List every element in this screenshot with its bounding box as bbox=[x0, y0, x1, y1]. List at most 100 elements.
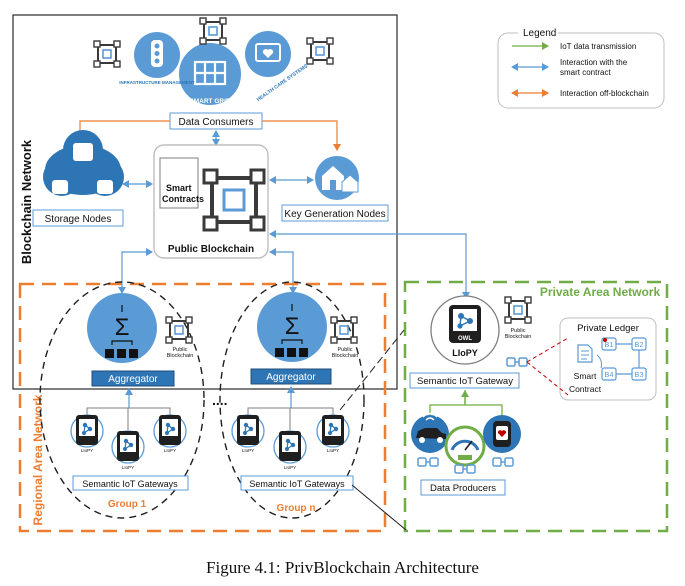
smart-grid-label: SMART GRID bbox=[189, 98, 230, 105]
regional-network-title: Regional Area Network bbox=[31, 394, 45, 525]
data-consumers-cluster: SMART GRID INFRASTRUCTURE MANAGEMENT HEA… bbox=[93, 17, 334, 107]
group-private-link bbox=[351, 484, 407, 531]
smartwatch-icon bbox=[483, 415, 521, 453]
group1-gateways-label: Semantic IoT Gateways bbox=[82, 479, 178, 489]
blockchain-private-gateway-link bbox=[269, 230, 470, 299]
svg-text:B3: B3 bbox=[634, 370, 643, 379]
private-gateway-owl: OWL bbox=[458, 336, 472, 342]
aggregatorn-label: Aggregator bbox=[266, 372, 316, 383]
legend-item-smart-contract: Interaction with the bbox=[560, 58, 628, 67]
groupn-public-line1: Public bbox=[338, 347, 353, 353]
group1-public-line2: Blockchain bbox=[167, 353, 194, 359]
chain-link-icon bbox=[506, 357, 528, 367]
blockchain-chip-icon bbox=[306, 37, 334, 65]
storage-nodes-label: Storage Nodes bbox=[45, 214, 112, 225]
gateway-device: LIoPY bbox=[70, 414, 104, 453]
storage-nodes-icon bbox=[43, 130, 124, 196]
groupn-ellipse bbox=[219, 281, 365, 519]
blockchain-network-title: Blockchain Network bbox=[19, 139, 34, 264]
key-generation-box bbox=[281, 204, 389, 222]
speedometer-icon bbox=[444, 425, 486, 467]
svg-text:B4: B4 bbox=[604, 370, 613, 379]
gateway-device: LIoPY bbox=[111, 430, 145, 470]
blockchain-network-frame bbox=[12, 14, 398, 390]
groupn-gateways-label: Semantic IoT Gateways bbox=[249, 479, 345, 489]
svg-text:Σ: Σ bbox=[285, 313, 300, 340]
blockchain-chip-icon bbox=[93, 40, 121, 68]
svg-text:B1: B1 bbox=[604, 340, 613, 349]
legend-item-smart-contract-2: smart contract bbox=[560, 68, 611, 77]
gateway-bus bbox=[86, 407, 171, 430]
public-blockchain-chip-icon bbox=[202, 168, 266, 232]
regional-network-frame bbox=[18, 282, 387, 533]
aggregatorn-box bbox=[250, 368, 332, 385]
aggregator1-icon: Σ bbox=[87, 293, 157, 363]
svg-text:LIoPY: LIoPY bbox=[327, 448, 339, 453]
data-producers-box bbox=[420, 479, 506, 496]
infrastructure-management-label: INFRASTRUCTURE MANAGEMENT bbox=[119, 80, 195, 85]
chain-link-icon bbox=[417, 457, 439, 467]
car-sensor-icon bbox=[411, 412, 449, 453]
smart-contracts-line2: Contracts bbox=[162, 194, 204, 204]
gateway-device: LIoPY bbox=[273, 430, 307, 470]
group1-label: Group 1 bbox=[108, 499, 147, 510]
public-blockchain-label: Public Blockchain bbox=[168, 244, 254, 255]
groupn-public-line2: Blockchain bbox=[332, 353, 359, 359]
ledger-smart-line2: Contract bbox=[569, 384, 602, 394]
key-generation-icon bbox=[315, 156, 359, 200]
figure-caption: Figure 4.1: PrivBlockchain Architecture bbox=[206, 558, 479, 577]
blockchain-aggregatorn-link bbox=[269, 248, 297, 294]
group1-public-line1: Public bbox=[173, 347, 188, 353]
gateway-device: LIoPY bbox=[316, 414, 350, 453]
svg-text:LIoPY: LIoPY bbox=[81, 448, 93, 453]
smart-contract-icon bbox=[577, 344, 602, 369]
ledger-zoom-line bbox=[526, 337, 569, 396]
group1-gateways-box bbox=[72, 475, 189, 491]
private-gateway-label: Semantic IoT Gateway bbox=[417, 376, 513, 387]
legend-item-iot: IoT data transmission bbox=[560, 42, 636, 51]
data-consumers-label: Data Consumers bbox=[178, 117, 253, 128]
private-ledger-title: Private Ledger bbox=[577, 323, 639, 334]
group1-ellipse bbox=[39, 281, 205, 519]
gateway-device: LIoPY bbox=[231, 414, 265, 453]
svg-text:LIoPY: LIoPY bbox=[242, 448, 254, 453]
legend: Legend IoT data transmission Interaction… bbox=[497, 26, 665, 109]
private-public-line1: Public bbox=[511, 328, 526, 334]
private-network-title: Private Area Network bbox=[540, 285, 661, 299]
offchain-connection bbox=[262, 120, 341, 151]
legend-item-offchain: Interaction off-blockchain bbox=[560, 89, 649, 98]
data-producers-label: Data Producers bbox=[430, 483, 496, 494]
blockchain-aggregator1-link bbox=[118, 248, 153, 294]
svg-text:LIoPY: LIoPY bbox=[284, 465, 296, 470]
smart-contracts-doc bbox=[159, 157, 199, 209]
svg-text:Σ: Σ bbox=[115, 314, 130, 341]
private-gateway-device: OWL LIoPY bbox=[430, 295, 500, 365]
gateway-bus bbox=[247, 407, 334, 430]
iot-data-link bbox=[429, 390, 503, 418]
aggregator1-box bbox=[91, 370, 175, 387]
ledger-smart-line1: Smart bbox=[574, 371, 597, 381]
svg-text:LIoPY: LIoPY bbox=[122, 465, 134, 470]
group-private-link bbox=[339, 329, 405, 411]
svg-text:B2: B2 bbox=[634, 340, 643, 349]
public-blockchain-icon bbox=[165, 316, 193, 344]
groupn-label: Group n bbox=[277, 503, 316, 514]
private-network-frame bbox=[403, 280, 669, 533]
blockchain-chip-icon bbox=[199, 17, 227, 45]
private-public-line2: Blockchain bbox=[505, 334, 532, 340]
public-blockchain-icon bbox=[330, 316, 358, 344]
smart-contracts-line1: Smart bbox=[166, 183, 192, 193]
ledger-blocks: B1 B2 B3 B4 bbox=[601, 337, 647, 381]
private-gateway-box bbox=[409, 372, 520, 389]
aggregatorn-icon: Σ bbox=[257, 292, 327, 362]
storage-nodes-box bbox=[32, 209, 124, 227]
gateway-device: LIoPY bbox=[153, 414, 187, 453]
private-gateway-lliopy: LIoPY bbox=[452, 348, 478, 358]
chain-link-icon bbox=[492, 457, 514, 467]
svg-text:LIoPY: LIoPY bbox=[164, 448, 176, 453]
groupn-gateways-box bbox=[240, 475, 354, 491]
key-generation-label: Key Generation Nodes bbox=[284, 209, 385, 220]
public-blockchain-icon bbox=[504, 296, 532, 324]
aggregator1-label: Aggregator bbox=[108, 374, 158, 385]
